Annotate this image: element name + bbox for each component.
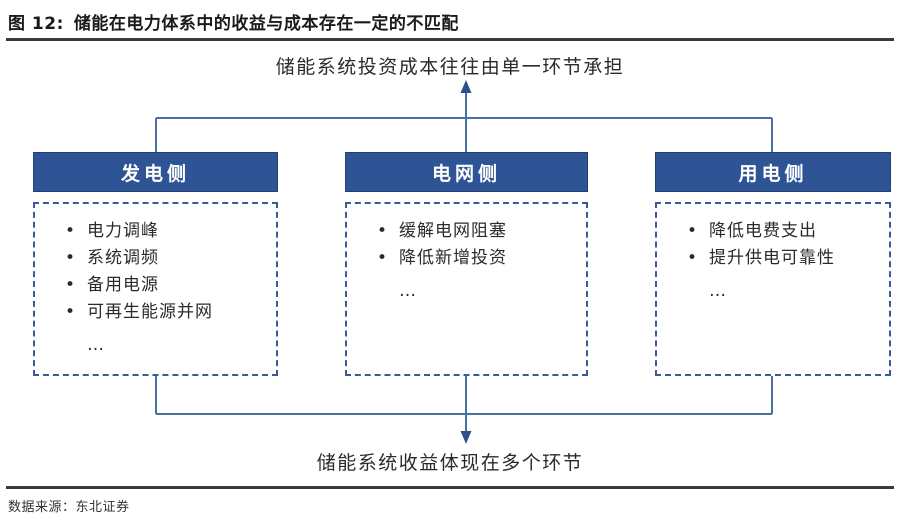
list-ellipsis: … [399,281,419,301]
column-header-generation-side[interactable]: 发电侧 [33,152,278,192]
list-item: • 提升供电可靠性 [687,245,879,272]
caption-rule-top [6,38,894,41]
top-flow-caption: 储能系统投资成本往往由单一环节承担 [275,56,625,78]
column-body-generation-side: • 电力调峰 • 系统调频 • 备用电源 • 可再生能源并网 … [33,202,278,376]
figure-caption: 图 12: 储能在电力体系中的收益与成本存在一定的不匹配 [8,8,892,34]
bullet-icon: • [377,248,389,268]
bullet-icon: • [65,248,77,268]
item-list-grid-side: • 缓解电网阻塞 • 降低新增投资 [347,204,586,272]
list-item: • 备用电源 [65,272,266,299]
bottom-arrow-head [460,431,472,444]
column-body-grid-side: • 缓解电网阻塞 • 降低新增投资 … [345,202,588,376]
list-ellipsis: … [709,281,729,301]
source-rule [6,486,894,489]
bottom-connector-group [155,376,773,434]
list-item-label: 降低电费支出 [709,221,817,241]
item-list-generation-side: • 电力调峰 • 系统调频 • 备用电源 • 可再生能源并网 [35,204,276,326]
bullet-icon: • [687,248,699,268]
column-header-grid-side[interactable]: 电网侧 [345,152,588,192]
top-arrow-head [460,80,472,93]
bullet-icon: • [65,221,77,241]
bullet-icon: • [377,221,389,241]
list-item-label: 电力调峰 [87,221,159,241]
list-item-label: 降低新增投资 [399,248,507,268]
list-item-label: 提升供电可靠性 [709,248,835,268]
list-item: • 降低电费支出 [687,218,879,245]
bullet-icon: • [65,302,77,322]
list-item: • 可再生能源并网 [65,299,266,326]
list-item: • 系统调频 [65,245,266,272]
figure-title: 储能在电力体系中的收益与成本存在一定的不匹配 [73,13,459,34]
list-ellipsis: … [87,335,107,355]
column-body-consumption-side: • 降低电费支出 • 提升供电可靠性 … [655,202,891,376]
top-connector-group [155,90,773,152]
list-item-label: 系统调频 [87,248,159,268]
list-item-label: 备用电源 [87,275,159,295]
column-header-consumption-side[interactable]: 用电侧 [655,152,891,192]
bottom-flow-caption: 储能系统收益体现在多个环节 [316,452,584,474]
bullet-icon: • [65,275,77,295]
list-item: • 降低新增投资 [377,245,576,272]
list-item-label: 可再生能源并网 [87,302,213,322]
bullet-icon: • [687,221,699,241]
list-item: • 电力调峰 [65,218,266,245]
figure-number: 图 12: [8,13,64,34]
list-item-label: 缓解电网阻塞 [399,221,507,241]
list-item: • 缓解电网阻塞 [377,218,576,245]
source-note: 数据来源：东北证券 [8,500,130,515]
item-list-consumption-side: • 降低电费支出 • 提升供电可靠性 [657,204,889,272]
